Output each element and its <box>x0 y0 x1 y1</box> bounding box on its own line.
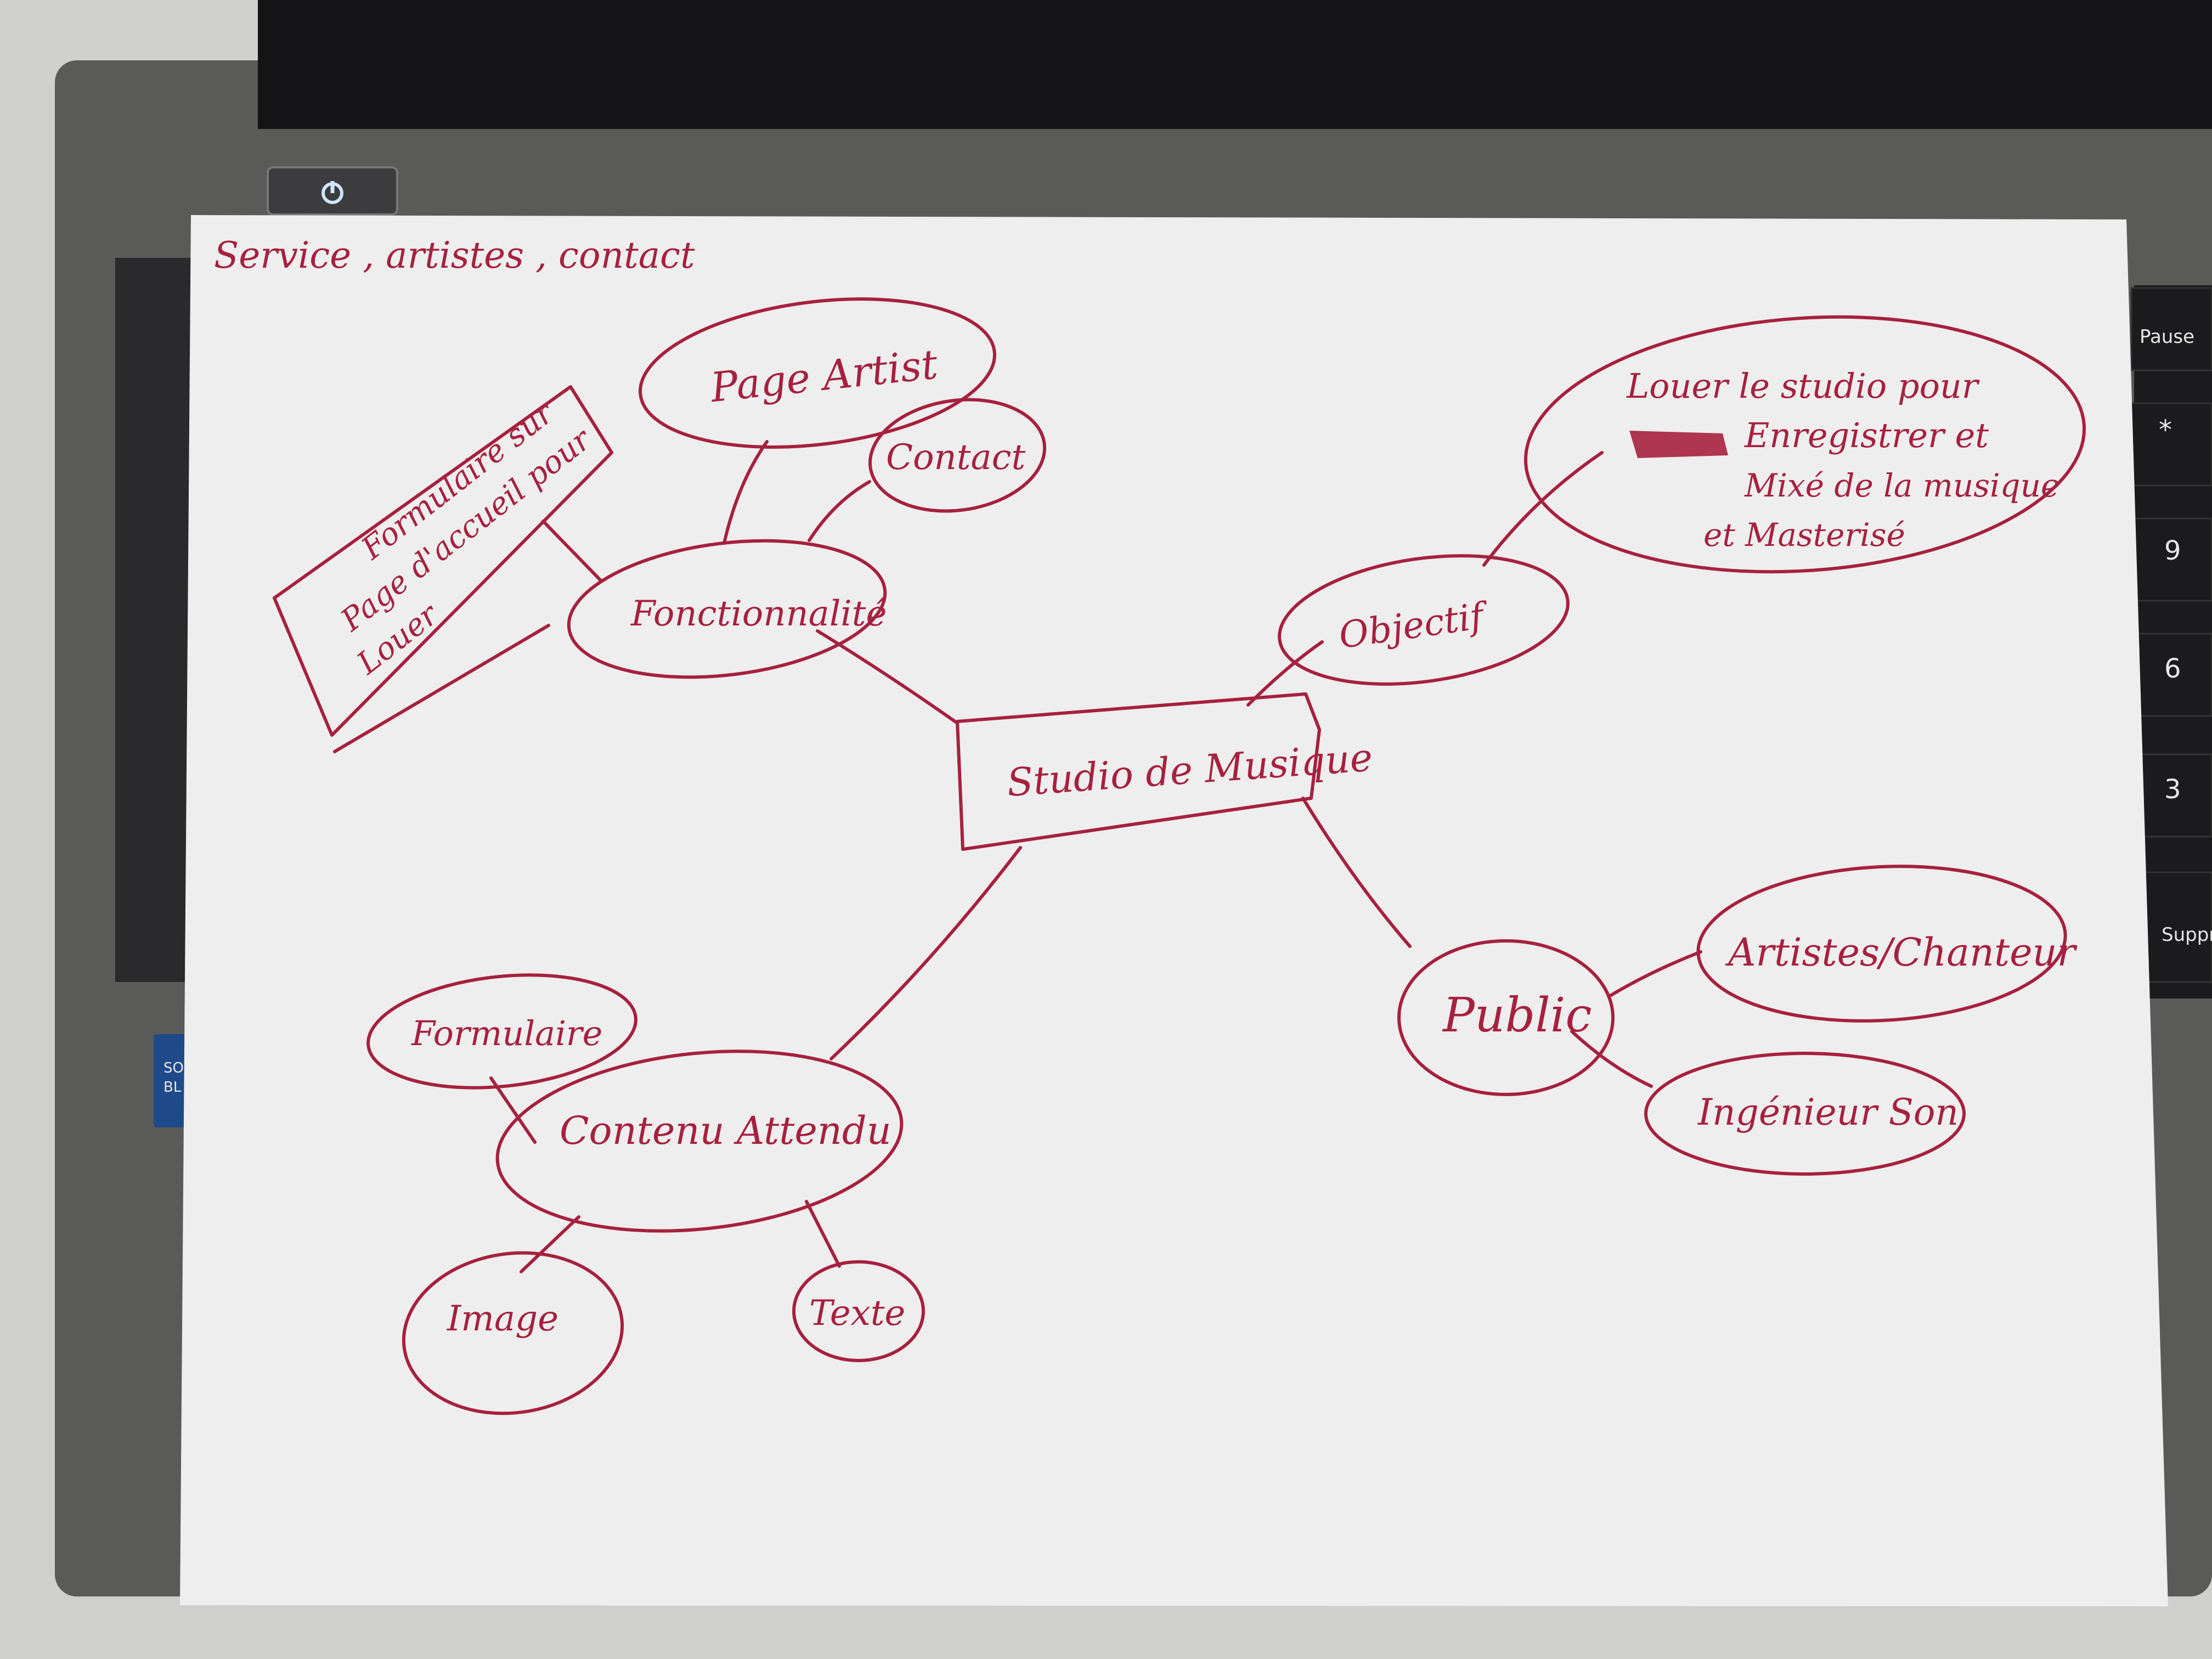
edge-public-ingenieur <box>1570 1030 1653 1088</box>
scribble-mark <box>1629 431 1728 458</box>
objectif-detail-line-2: Enregistrer et <box>1744 415 1989 455</box>
node-texte: Texte <box>792 1260 925 1362</box>
edge-fonct-contact <box>808 480 871 542</box>
node-image-label: Image <box>447 1299 558 1339</box>
power-icon <box>321 181 343 204</box>
edge-fonct-pageartist <box>723 440 769 545</box>
edge-public-artistes <box>1609 950 1702 997</box>
node-ingenieur-son: Ingénieur Son <box>1644 1052 1966 1176</box>
key-6-label: 6 <box>2164 653 2181 684</box>
objectif-detail-line-3: Mixé de la musique <box>1744 467 2059 504</box>
numpad-keys: Pause * 9 6 3 Suppr <box>2130 287 2212 983</box>
key-6[interactable] <box>2130 633 2212 717</box>
key-3-label: 3 <box>2164 774 2181 805</box>
edge-contenu-texte <box>805 1200 841 1268</box>
laptop-hinge <box>258 0 2212 129</box>
sticker-label: SO <box>163 1060 184 1076</box>
node-objectif-detail: Louer le studio pour Enregistrer et Mixé… <box>1523 315 2086 574</box>
node-public: Public <box>1397 939 1615 1096</box>
key-star-label: * <box>2159 415 2172 445</box>
node-formulaire-label: Formulaire <box>411 1013 602 1053</box>
connectors <box>489 440 1702 1273</box>
key-3[interactable] <box>2130 753 2212 838</box>
key-pause-label: Pause <box>2140 326 2194 348</box>
node-formulaire: Formulaire <box>366 973 637 1090</box>
edge-formulaire-contenu <box>489 1076 537 1144</box>
node-contact-label: Contact <box>886 437 1025 478</box>
objectif-detail-line-4: et Masterisé <box>1703 516 1905 554</box>
edge-center-public <box>1301 797 1412 948</box>
mind-map: Service , artistes , contact Studio de M… <box>214 234 2086 1415</box>
keyboard-left-strip <box>115 258 192 982</box>
header-note: Service , artistes , contact <box>214 234 695 276</box>
node-image: Image <box>402 1251 624 1415</box>
node-contenu-attendu: Contenu Attendu <box>495 1049 904 1233</box>
edge-center-contenu <box>830 846 1022 1060</box>
node-artistes-chanteur-label: Artistes/Chanteur <box>1725 930 2078 975</box>
node-contenu-attendu-label: Contenu Attendu <box>560 1108 891 1153</box>
sticker-label-2: BL <box>163 1079 182 1096</box>
key-9-label: 9 <box>2164 535 2181 566</box>
objectif-detail-line-1: Louer le studio pour <box>1626 366 1980 406</box>
key-suppr-label: Suppr <box>2162 924 2212 946</box>
edge-center-fonctionnalite <box>816 629 959 725</box>
edge-note-fonct <box>541 520 602 582</box>
node-texte-label: Texte <box>809 1293 905 1334</box>
edge-center-objectif <box>1246 640 1324 707</box>
edge-contenu-image <box>520 1215 580 1273</box>
node-artistes-chanteur: Artistes/Chanteur <box>1696 865 2078 1023</box>
key-pause[interactable] <box>2130 287 2212 371</box>
node-ingenieur-son-label: Ingénieur Son <box>1697 1091 1959 1133</box>
node-public-label: Public <box>1442 988 1592 1043</box>
node-fonctionnalite-label: Fonctionnalité <box>630 594 887 634</box>
power-button[interactable] <box>267 166 398 216</box>
edge-objectif-detail <box>1482 451 1604 567</box>
node-fonctionnalite: Fonctionnalité <box>567 539 887 679</box>
node-contact: Contact <box>868 398 1047 513</box>
